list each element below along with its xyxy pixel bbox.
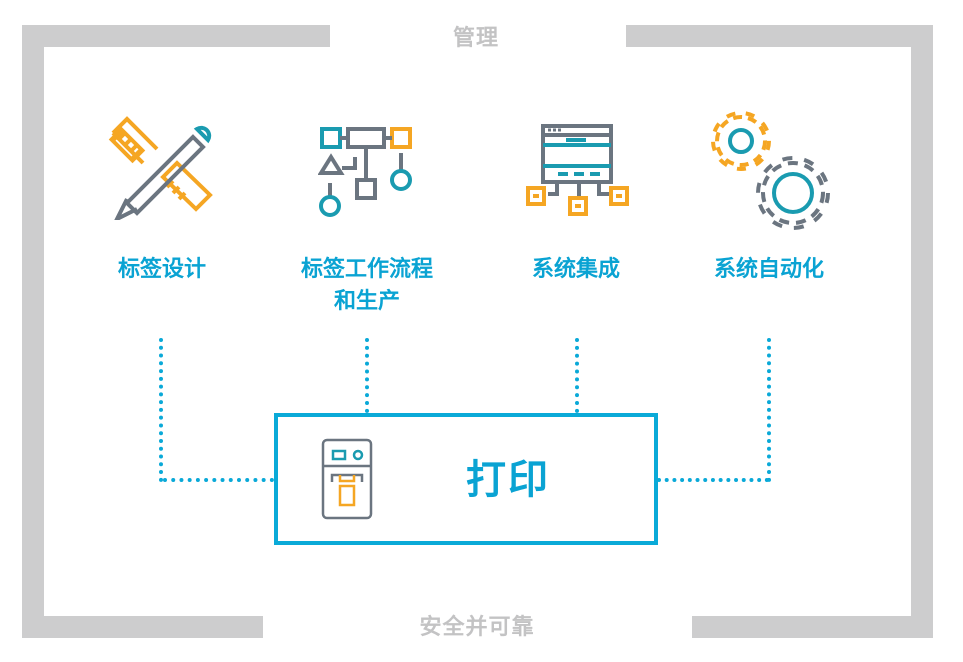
stage-label-label-design: 标签设计 — [117, 257, 207, 282]
frame-bottom-right — [692, 616, 933, 638]
system-integration-icon — [526, 124, 629, 216]
stage-label-system-automation: 系统自动化 — [713, 257, 825, 282]
print-label: 打印 — [466, 457, 550, 503]
frame-top-right — [626, 25, 933, 47]
connector-integration — [575, 338, 579, 413]
stage-label-workflow-line2: 和生产 — [333, 289, 401, 314]
connector-workflow — [365, 338, 369, 413]
stage-label-workflow-line1: 标签工作流程 — [300, 257, 434, 282]
frame-bottom-left — [22, 616, 263, 638]
management-label: 管理 — [452, 26, 500, 51]
frame-top-left — [22, 25, 330, 47]
printer-icon — [321, 438, 373, 520]
connector-design — [159, 338, 163, 482]
print-box: 打印 — [274, 413, 658, 545]
connector-automation — [767, 338, 771, 482]
stage-label-system-integration: 系统集成 — [531, 257, 621, 282]
connector-automation-h — [657, 478, 769, 482]
secure-reliable-label: 安全并可靠 — [419, 615, 535, 640]
frame-right — [911, 25, 933, 638]
workflow-icon — [318, 127, 412, 217]
gears-icon — [711, 111, 830, 230]
ruler-pencil-icon — [108, 116, 213, 220]
connector-design-h — [163, 478, 274, 482]
frame-left — [22, 25, 44, 638]
